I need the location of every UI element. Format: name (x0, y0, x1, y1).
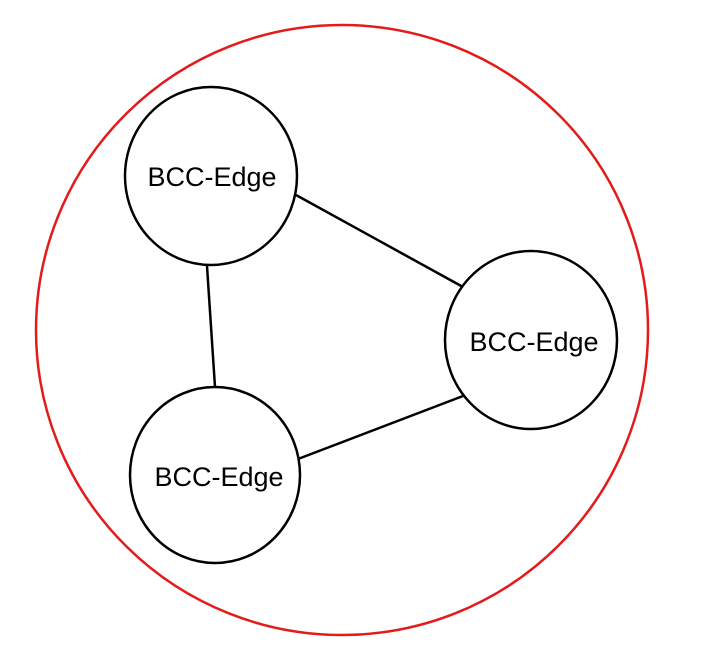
node-circle (443, 249, 619, 431)
node-n3: BCC-Edge (128, 385, 302, 565)
edge-n1-n3 (205, 265, 217, 388)
cluster-boundary (34, 23, 650, 637)
node-label: BCC-Edge (469, 327, 598, 357)
edge-n1-n2 (295, 193, 464, 289)
node-n1: BCC-Edge (123, 85, 299, 267)
node-circle (128, 385, 302, 565)
node-label: BCC-Edge (154, 462, 283, 492)
node-label: BCC-Edge (147, 162, 276, 192)
node-n2: BCC-Edge (443, 249, 619, 431)
edge-n2-n3 (297, 394, 464, 461)
node-circle (123, 85, 299, 267)
